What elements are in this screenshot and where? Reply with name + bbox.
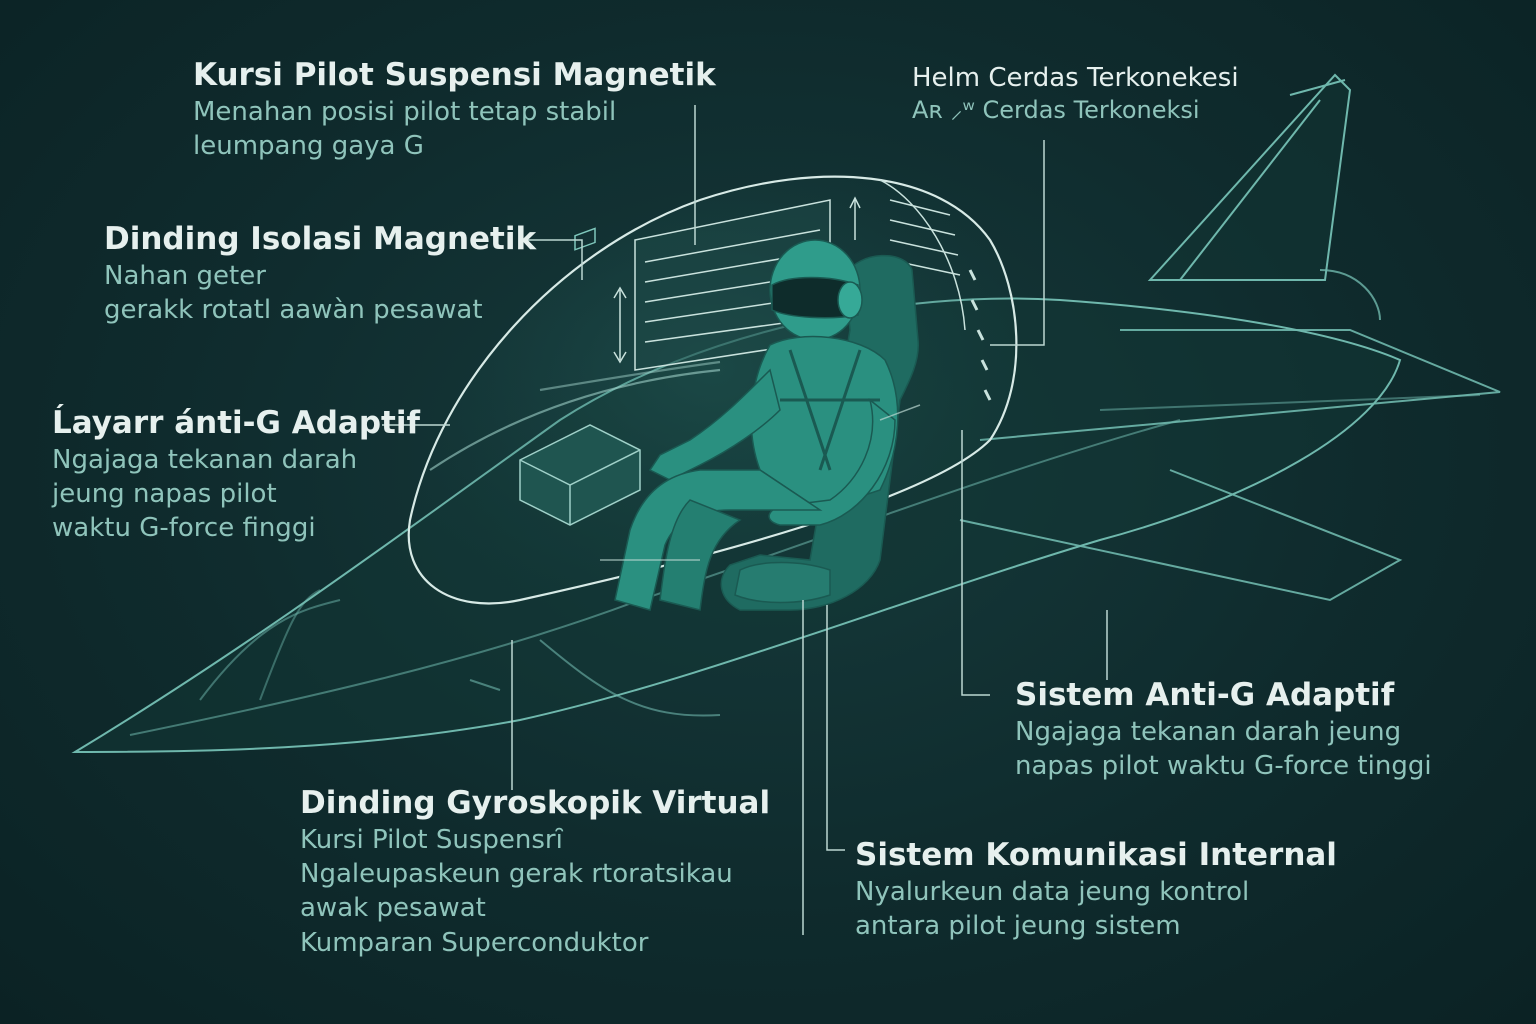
callout-text: Menahan posisi pilot tetap stabil bbox=[193, 95, 716, 129]
callout-title: Ĺayarr ánti-G Adaptif bbox=[52, 404, 420, 443]
callout-title: Kursi Pilot Suspensi Magnetik bbox=[193, 56, 716, 95]
callout-title: Dinding Gyroskopik Virtual bbox=[300, 784, 770, 823]
callout-title: Sistem Komunikasi Internal bbox=[855, 836, 1337, 875]
callout-text: Kumparan Superconduktor bbox=[300, 926, 770, 960]
callout-text: leumpang gaya G bbox=[193, 129, 716, 163]
callout-text: Aʀ ⸝ʷ Cerdas Terkoneksi bbox=[912, 95, 1239, 127]
callout-text: napas pilot waktu G-force tinggi bbox=[1015, 749, 1432, 783]
callout-kursi-pilot: Kursi Pilot Suspensi Magnetik Menahan po… bbox=[193, 56, 716, 163]
callout-title: Dinding Isolasi Magnetik bbox=[104, 220, 536, 259]
callout-text: antara pilot jeung sistem bbox=[855, 909, 1337, 943]
callout-text: Kursi Pilot Suspensrȋ bbox=[300, 823, 770, 857]
callout-text: waktu G-force finggi bbox=[52, 511, 420, 545]
callout-layar-anti-g: Ĺayarr ánti-G Adaptif Ngajaga tekanan da… bbox=[52, 404, 420, 546]
callout-text: Nyalurkeun data jeung kontrol bbox=[855, 875, 1337, 909]
callout-sistem-anti-g: Sistem Anti-G Adaptif Ngajaga tekanan da… bbox=[1015, 676, 1432, 783]
callout-title: Helm Cerdas Terkonekesi bbox=[912, 62, 1239, 95]
callout-text: jeung napas pilot bbox=[52, 477, 420, 511]
callout-text: Ngaleupaskeun gerak rtoratsikau bbox=[300, 857, 770, 891]
callout-dinding-gyro: Dinding Gyroskopik Virtual Kursi Pilot S… bbox=[300, 784, 770, 960]
callout-text: awak pesawat bbox=[300, 891, 770, 925]
callout-text: Ngajaga tekanan darah jeung bbox=[1015, 715, 1432, 749]
callout-title: Sistem Anti-G Adaptif bbox=[1015, 676, 1432, 715]
leader-komunikasi bbox=[827, 605, 845, 850]
callout-komunikasi: Sistem Komunikasi Internal Nyalurkeun da… bbox=[855, 836, 1337, 943]
callout-text: Ngajaga tekanan darah bbox=[52, 443, 420, 477]
callout-text: Nahan geter bbox=[104, 259, 536, 293]
callout-dinding-isolasi: Dinding Isolasi Magnetik Nahan geter ger… bbox=[104, 220, 536, 327]
callout-helm: Helm Cerdas Terkonekesi Aʀ ⸝ʷ Cerdas Ter… bbox=[912, 62, 1239, 126]
callout-text: gerakk rotatl aawàn pesawat bbox=[104, 293, 536, 327]
